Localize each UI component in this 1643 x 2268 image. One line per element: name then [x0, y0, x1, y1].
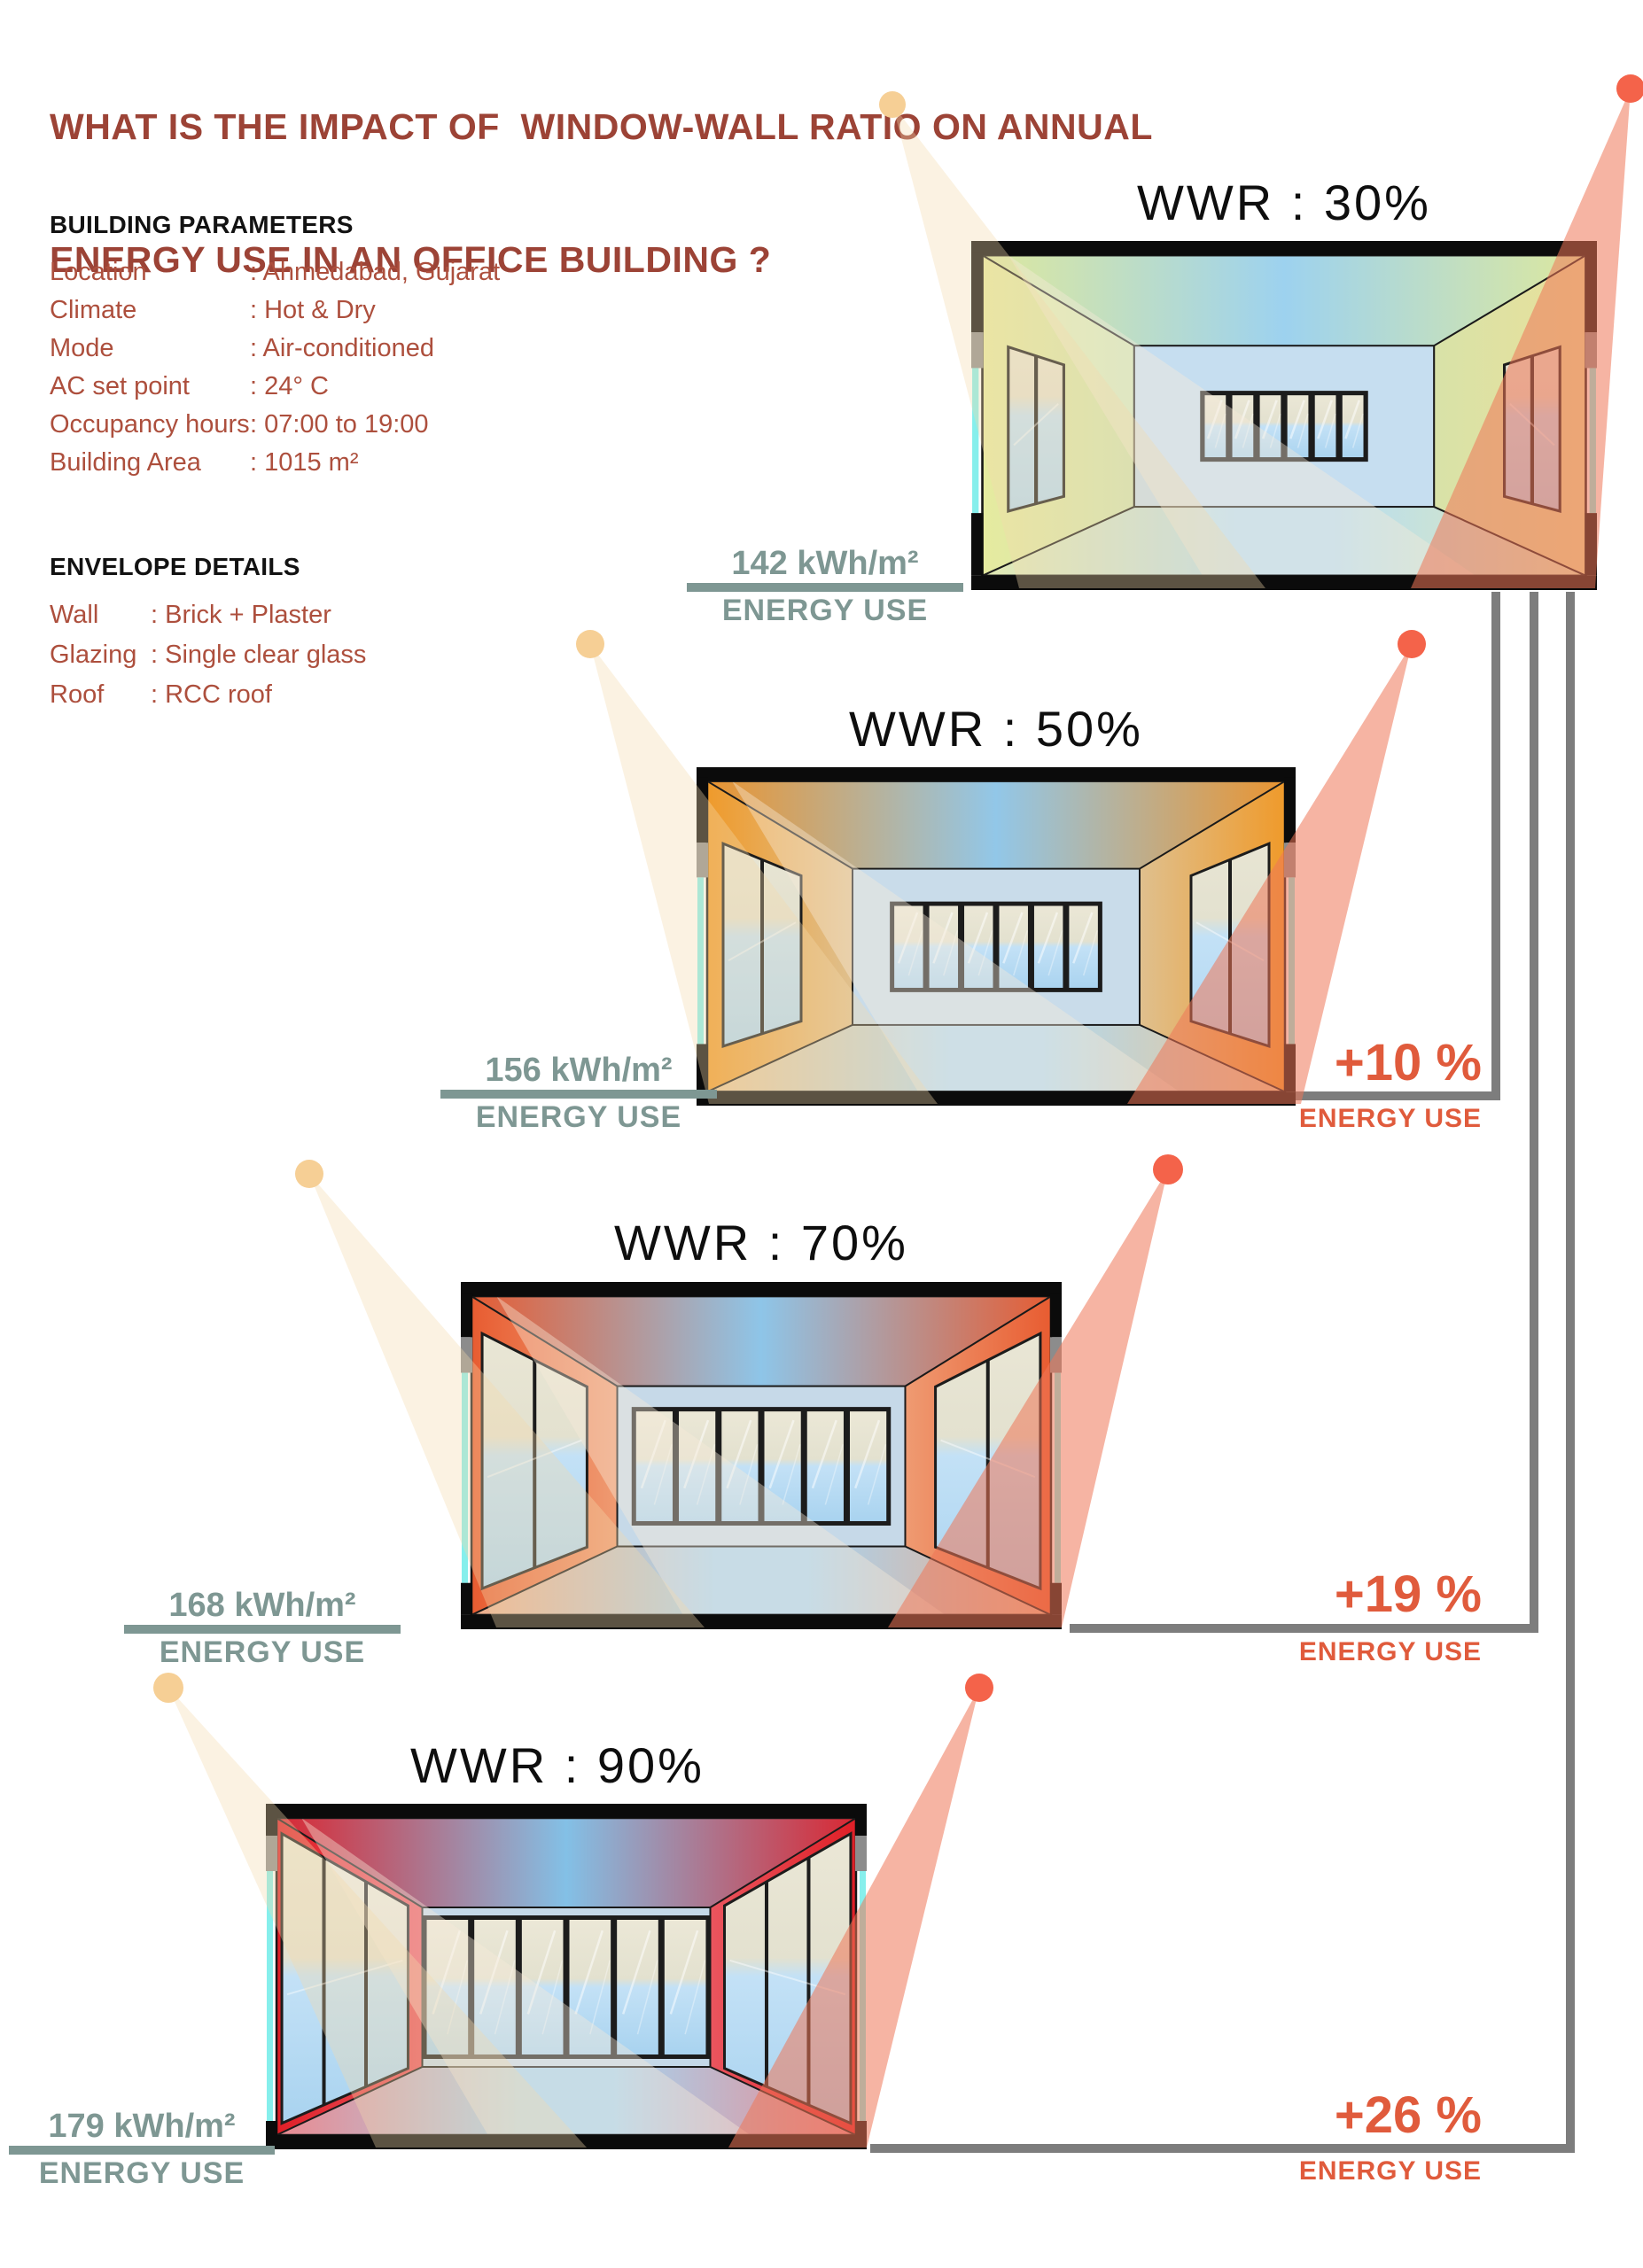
delta-caption-wwr70: ENERGY USE — [1298, 1637, 1482, 1666]
parameter-row: AC set point : 24° C — [50, 368, 500, 406]
room-wwr-title-wwr30: WWR : 30% — [1137, 175, 1431, 230]
parameter-value: : Brick + Plaster — [151, 601, 331, 629]
energy-value: 179 kWh/m² — [48, 2108, 236, 2145]
room-wwr-title-wwr70: WWR : 70% — [614, 1215, 908, 1270]
parameter-row: Occupancy hours: 07:00 to 19:00 — [50, 406, 500, 444]
sun-dot-wwr90 — [153, 1673, 183, 1703]
parameter-row: Glazing : Single clear glass — [50, 635, 366, 675]
page-title-line2: ENERGY USE IN AN OFFICE BUILDING ? — [50, 239, 772, 281]
parameter-label: Mode — [50, 334, 114, 362]
energy-value: 142 kWh/m² — [731, 545, 919, 582]
energy-value: 156 kWh/m² — [485, 1052, 673, 1089]
parameter-value: : Air-conditioned — [250, 334, 434, 362]
parameter-label: Glazing — [50, 641, 137, 669]
energy-use-label-wwr50: 156 kWh/m² ENERGY USE — [440, 1051, 717, 1135]
parameter-label: Building Area — [50, 448, 201, 477]
delta-caption-wwr90: ENERGY USE — [1298, 2156, 1482, 2186]
parameter-value: : 24° C — [250, 372, 329, 400]
energy-value: 168 kWh/m² — [168, 1587, 356, 1624]
energy-underline — [440, 1090, 717, 1099]
room-wwr70 — [461, 1282, 1062, 1629]
parameter-row: Climate : Hot & Dry — [50, 291, 500, 330]
page-title: WHAT IS THE IMPACT OF WINDOW-WALL RATIO … — [50, 16, 1184, 370]
energy-underline — [124, 1625, 401, 1634]
room-illustration-wwr70 — [461, 1282, 1062, 1629]
energy-caption: ENERGY USE — [159, 1635, 366, 1669]
parameter-value: : 1015 m² — [250, 448, 359, 477]
parameter-value: : Ahmedabad, Gujarat — [250, 258, 501, 286]
parameter-label: Occupancy hours — [50, 410, 250, 439]
connector-horizontal-0 — [1296, 1091, 1500, 1100]
parameter-label: Wall — [50, 601, 99, 629]
parameter-label: Location — [50, 258, 147, 286]
connector-vertical-1 — [1530, 592, 1538, 1633]
energy-underline — [687, 583, 963, 592]
parameter-value: : Single clear glass — [151, 641, 367, 669]
room-wwr30 — [971, 241, 1597, 590]
delta-percent-wwr70: +19 % — [1334, 1565, 1482, 1623]
building-parameters-section: BUILDING PARAMETERS Location : Ahmedabad,… — [50, 211, 500, 482]
parameter-row: Roof : RCC roof — [50, 675, 366, 715]
page-title-line1: WHAT IS THE IMPACT OF WINDOW-WALL RATIO … — [50, 106, 1153, 148]
parameter-row: Wall : Brick + Plaster — [50, 595, 366, 635]
energy-use-label-wwr70: 168 kWh/m² ENERGY USE — [124, 1586, 401, 1670]
energy-use-label-wwr90: 179 kWh/m² ENERGY USE — [9, 2107, 275, 2191]
energy-caption: ENERGY USE — [475, 1100, 682, 1134]
delta-percent-wwr90: +26 % — [1334, 2086, 1482, 2144]
parameter-label: Climate — [50, 296, 137, 324]
parameter-row: Mode : Air-conditioned — [50, 330, 500, 368]
energy-use-label-wwr30: 142 kWh/m² ENERGY USE — [687, 544, 963, 628]
energy-underline — [9, 2146, 275, 2155]
heat-dot-wwr30 — [1616, 74, 1643, 103]
connector-horizontal-2 — [870, 2144, 1575, 2153]
connector-horizontal-1 — [1070, 1624, 1538, 1633]
heat-dot-wwr90 — [965, 1674, 993, 1702]
room-illustration-wwr30 — [971, 241, 1597, 590]
parameter-label: AC set point — [50, 372, 190, 400]
energy-caption: ENERGY USE — [721, 594, 929, 627]
envelope-details-heading: ENVELOPE DETAILS — [50, 553, 300, 580]
heat-dot-wwr70 — [1153, 1154, 1183, 1184]
building-parameters-heading: BUILDING PARAMETERS — [50, 211, 354, 238]
heat-dot-wwr50 — [1398, 630, 1426, 658]
delta-percent-wwr50: +10 % — [1334, 1034, 1482, 1091]
parameter-row: Building Area : 1015 m² — [50, 444, 500, 482]
sun-dot-wwr50 — [576, 630, 604, 658]
sun-dot-wwr70 — [295, 1160, 323, 1188]
parameter-value: : 07:00 to 19:00 — [250, 410, 429, 439]
room-wwr-title-wwr90: WWR : 90% — [410, 1737, 705, 1793]
room-wwr90 — [266, 1804, 867, 2149]
room-wwr-title-wwr50: WWR : 50% — [849, 701, 1143, 757]
delta-caption-wwr50: ENERGY USE — [1298, 1104, 1482, 1133]
room-illustration-wwr90 — [266, 1804, 867, 2149]
parameter-label: Roof — [50, 680, 105, 709]
parameter-value: : RCC roof — [151, 680, 272, 709]
connector-vertical-0 — [1491, 592, 1500, 1100]
connector-vertical-2 — [1566, 592, 1575, 2153]
parameter-row: Location : Ahmedabad, Gujarat — [50, 253, 500, 291]
energy-caption: ENERGY USE — [38, 2156, 245, 2190]
parameter-value: : Hot & Dry — [250, 296, 376, 324]
